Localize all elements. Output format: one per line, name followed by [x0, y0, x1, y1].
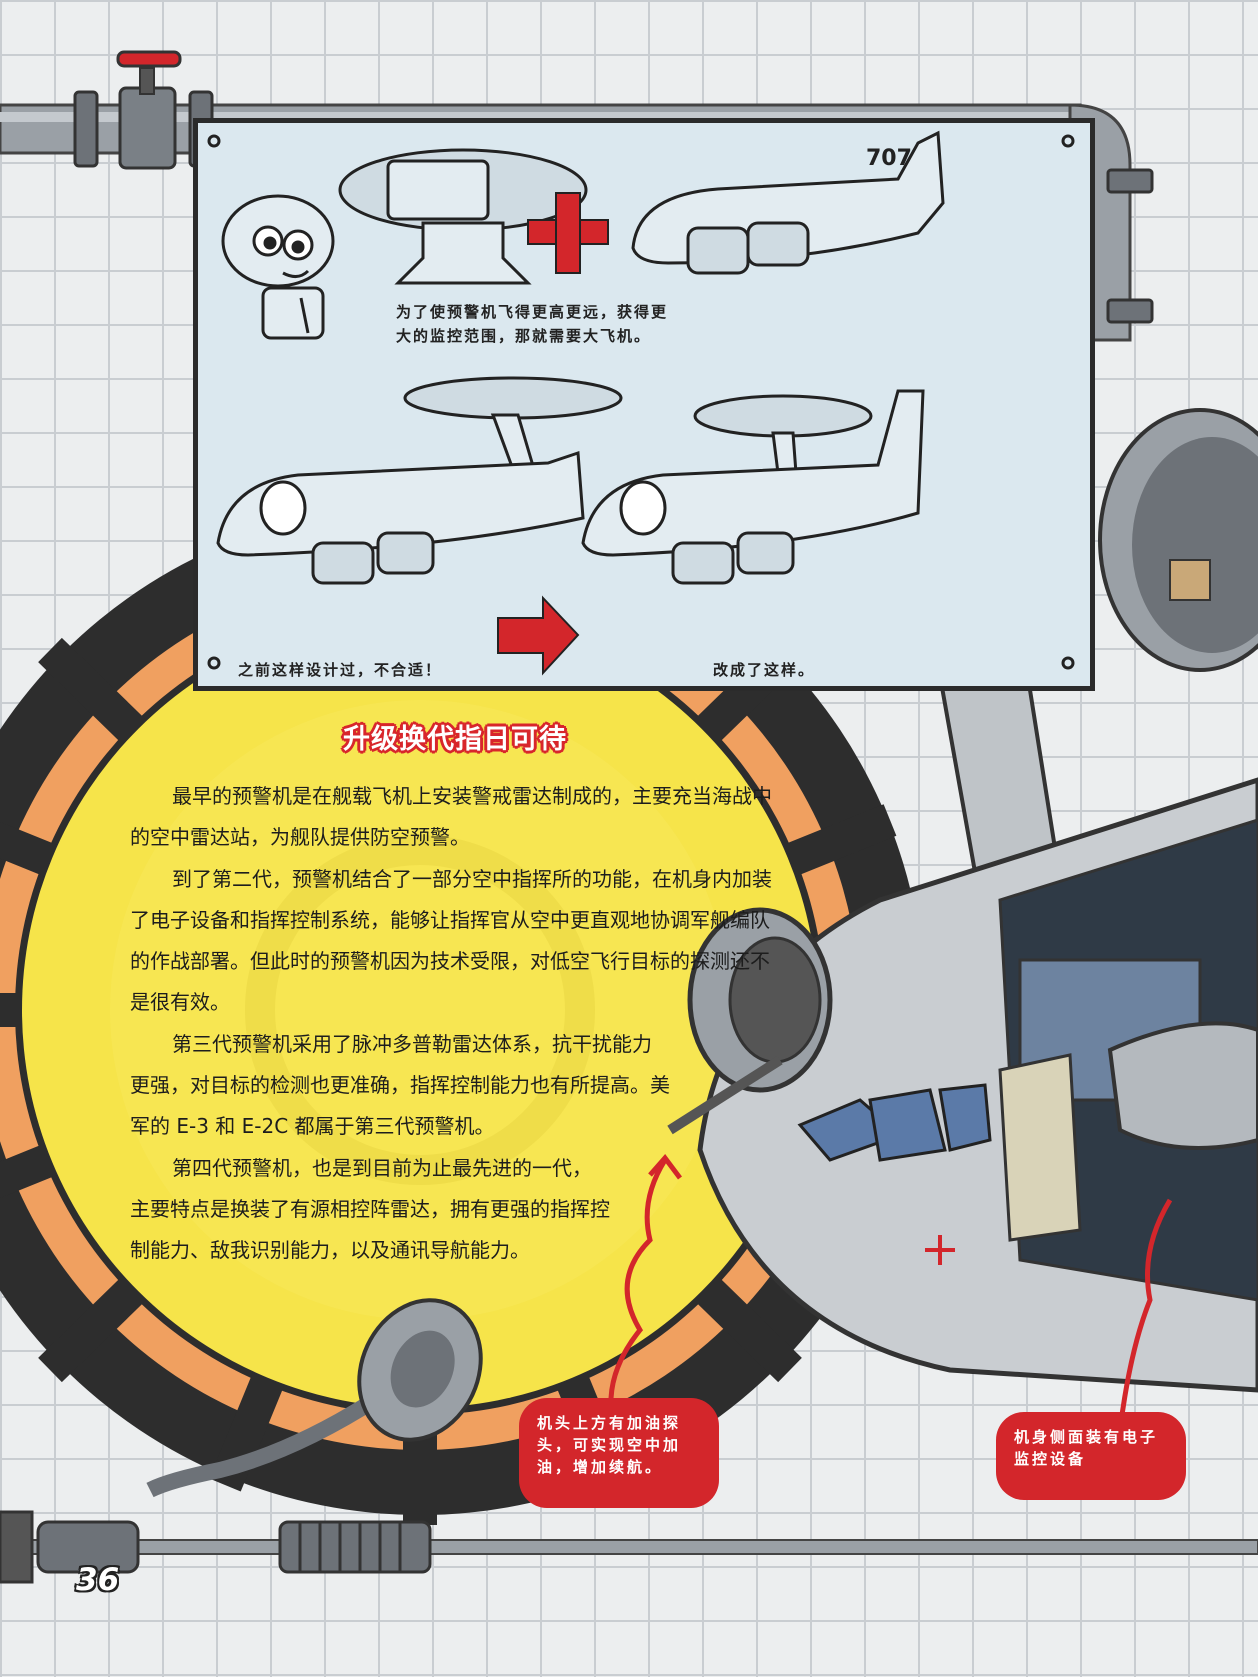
paragraph-1: 最早的预警机是在舰载飞机上安装警戒雷达制成的，主要充当海战中的空中雷达站，为舰队…	[130, 784, 772, 850]
bottom-pipe	[0, 1510, 1258, 1584]
awacs-sketch-right	[581, 389, 925, 585]
callout-probe: 机头上方有加油探头，可实现空中加油，增加续航。	[519, 1398, 719, 1508]
article-body: 最早的预警机是在舰载飞机上安装警戒雷达制成的，主要充当海战中的空中雷达站，为舰队…	[130, 776, 780, 1272]
sketch-caption-left: 之前这样设计过，不合适！	[238, 661, 443, 679]
sketch-whiteboard: 707 为了使预警机飞得更高更远，获得更 大的监控范围，那就需要大飞机。 之前这…	[193, 118, 1095, 691]
tail-number: 707	[866, 146, 912, 171]
refuel-drogue	[146, 1298, 483, 1498]
awacs-sketch-left	[216, 376, 623, 585]
sketch-caption-top: 为了使预警机飞得更高更远，获得更 大的监控范围，那就需要大飞机。	[396, 303, 669, 345]
paragraph-3: 第三代预警机采用了脉冲多普勒雷达体系，抗干扰能力更强，对目标的检测也更准确，指挥…	[130, 1031, 670, 1139]
arrow-right-icon	[497, 595, 580, 676]
cutaway-plane-illustration	[667, 615, 1258, 1393]
radar-dome-sketch	[338, 148, 588, 285]
callout-arrows	[608, 1154, 1173, 1431]
scientist-character	[221, 194, 335, 340]
sketch-illustrations: 707	[207, 130, 1075, 676]
transport-plane-sketch	[631, 130, 945, 275]
paragraph-4: 第四代预警机，也是到目前为止最先进的一代，主要特点是换装了有源相控阵雷达，拥有更…	[130, 1155, 610, 1263]
callout-fuselage: 机身侧面装有电子监控设备	[996, 1412, 1186, 1500]
plus-sign	[527, 192, 609, 274]
page-number: 36	[76, 1562, 120, 1598]
paragraph-2: 到了第二代，预警机结合了一部分空中指挥所的功能，在机身内加装了电子设备和指挥控制…	[130, 866, 772, 1015]
radar-dish-partial	[1098, 408, 1258, 672]
sketch-caption-right: 改成了这样。	[713, 661, 816, 679]
section-title: 升级换代指日可待	[343, 724, 567, 755]
